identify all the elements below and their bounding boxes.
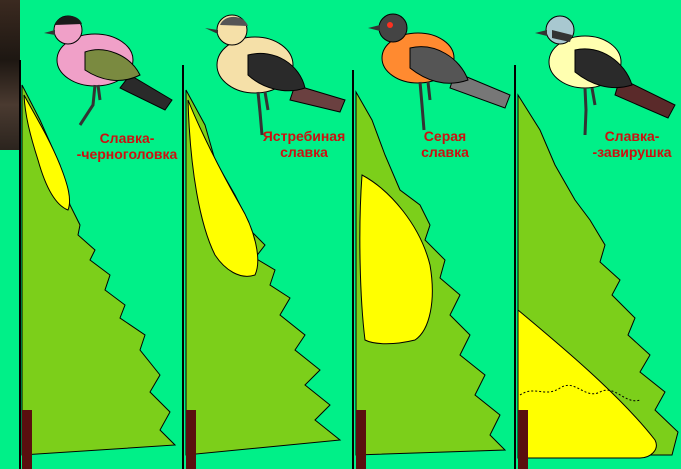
- bird-blackcap: [44, 16, 172, 125]
- bird-cap-1: [55, 16, 82, 25]
- label-whitethroat: Серая славка: [405, 128, 485, 160]
- label-lesser: Славка- -завирушка: [585, 128, 679, 160]
- bird-barred: [205, 15, 345, 135]
- label-barred: Ястребиная славка: [252, 128, 356, 160]
- label-whitethroat-line2: славка: [405, 144, 485, 160]
- bird-legs-1: [80, 85, 100, 125]
- bird-head-3: [379, 14, 407, 42]
- label-whitethroat-line1: Серая: [405, 128, 485, 144]
- trunk-3: [356, 410, 366, 469]
- label-lesser-line1: Славка-: [585, 128, 679, 144]
- label-lesser-line2: -завирушка: [585, 144, 679, 160]
- label-blackcap-line2: -черноголовка: [72, 146, 182, 162]
- label-barred-line1: Ястребиная: [252, 128, 356, 144]
- bird-beak-1: [44, 30, 55, 35]
- bird-lesser: [535, 16, 675, 135]
- label-blackcap: Славка- -черноголовка: [72, 130, 182, 162]
- label-barred-line2: славка: [252, 144, 356, 160]
- bird-legs-3: [420, 82, 430, 130]
- trunk-2: [186, 410, 196, 469]
- trunk-4: [518, 410, 528, 469]
- bird-beak-3: [368, 25, 380, 31]
- bird-beak-2: [205, 28, 218, 34]
- bird-whitethroat: [368, 14, 510, 130]
- bird-tail-1: [120, 75, 172, 110]
- bird-beak-4: [535, 30, 547, 36]
- label-blackcap-line1: Славка-: [72, 130, 182, 146]
- trunk-1: [22, 410, 32, 469]
- bird-eye-3: [387, 22, 393, 28]
